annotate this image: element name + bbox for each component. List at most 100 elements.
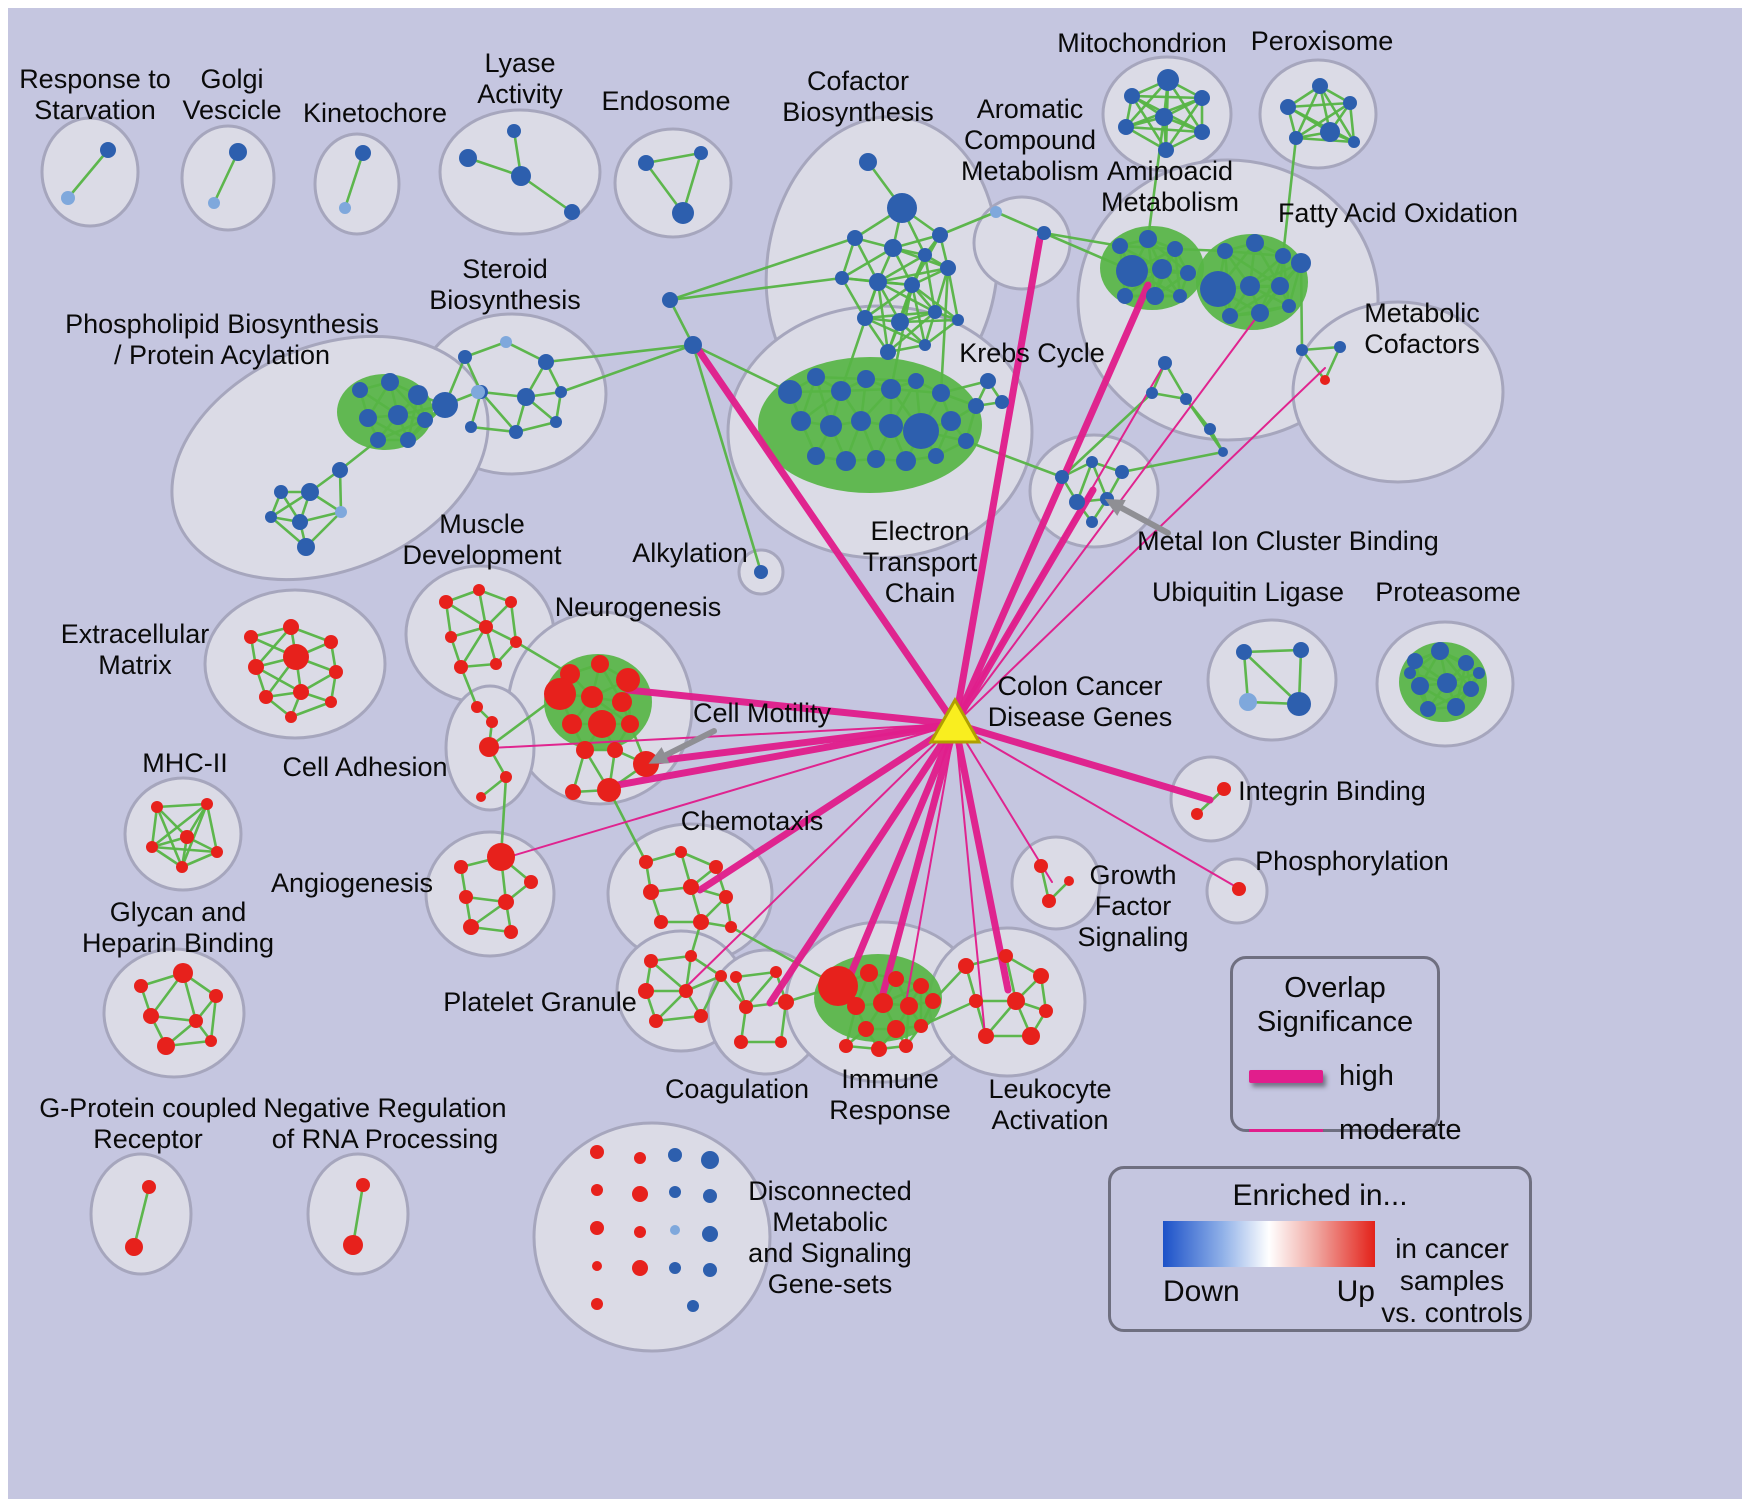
- gene-set-node: [1420, 701, 1436, 717]
- gene-set-node: [1007, 992, 1025, 1010]
- cluster-bubble-glycan-and-heparin-binding: [102, 947, 246, 1079]
- gene-set-node: [439, 595, 453, 609]
- enrichment-edge-muscle-development: [509, 600, 518, 644]
- gene-set-node: [896, 451, 916, 471]
- gene-set-node: [675, 846, 687, 858]
- gene-set-node: [1431, 642, 1449, 660]
- gene-set-node: [1218, 447, 1228, 457]
- gene-set-node: [1146, 287, 1164, 305]
- enrichment-edge-cofactor-biosynthesis: [923, 318, 960, 347]
- gene-set-node: [352, 382, 368, 398]
- enrichment-edge-cofactor-biosynthesis: [910, 283, 960, 322]
- intercluster-edge: [839, 280, 880, 393]
- gene-set-node: [591, 1298, 603, 1310]
- gene-set-node: [899, 1039, 913, 1053]
- gene-set-node: [432, 392, 458, 418]
- overlap-edge-high: [696, 720, 959, 894]
- gene-set-node: [634, 1152, 646, 1164]
- gene-set-node: [1157, 69, 1179, 91]
- enrichment-edge-extracellular-matrix: [289, 700, 333, 719]
- enrichment-edge-platelet-granule: [654, 1014, 703, 1023]
- enrichment-edge-mhc-ii: [150, 805, 159, 849]
- gene-set-node: [1037, 226, 1051, 240]
- gene-set-node: [702, 1226, 718, 1242]
- overlap-edge-high: [951, 720, 1012, 994]
- gene-set-node: [143, 1008, 159, 1024]
- gene-set-node: [339, 202, 351, 214]
- enrichment-edge-peroxisome: [1318, 84, 1356, 144]
- up-label: Up: [1336, 1275, 1375, 1308]
- cluster-label-mitochondrion: Mitochondrion: [1057, 28, 1227, 58]
- gene-set-node: [498, 894, 514, 910]
- gene-set-node: [590, 1221, 604, 1235]
- gene-set-node: [1312, 78, 1328, 94]
- gene-set-node: [683, 879, 699, 895]
- intercluster-edge: [1281, 136, 1298, 258]
- gene-set-node: [904, 277, 920, 293]
- gene-set-node: [463, 919, 479, 935]
- gene-set-node: [476, 792, 486, 802]
- gene-set-node: [1289, 131, 1303, 145]
- gene-set-node: [505, 596, 517, 608]
- gene-set-node: [370, 432, 386, 448]
- gene-set-node: [576, 741, 594, 759]
- gene-set-node: [884, 239, 902, 257]
- enrichment-edge-cofactor-biosynthesis: [910, 283, 927, 347]
- gene-set-node: [408, 385, 428, 405]
- cluster-bubble-kinetochore: [313, 132, 401, 236]
- cluster-label-peroxisome: Peroxisome: [1251, 26, 1394, 56]
- enrichment-edge-g-protein-coupled-receptor: [132, 1185, 151, 1249]
- cluster-label-ubiquitin-ligase: Ubiquitin Ligase: [1152, 577, 1344, 607]
- enrichment-edge-endosome: [644, 151, 703, 165]
- gene-set-node: [1194, 124, 1210, 140]
- gene-set-node: [644, 954, 658, 968]
- cluster-label-platelet-granule: Platelet Granule: [443, 987, 637, 1017]
- gene-set-node: [881, 379, 901, 399]
- gene-set-node: [1033, 968, 1049, 984]
- gene-set-node: [1320, 122, 1340, 142]
- gene-set-node: [1437, 673, 1457, 693]
- gene-set-node: [632, 1186, 648, 1202]
- metal-ion-cluster-binding-arrow-head: [1104, 498, 1126, 516]
- cell-motility-arrow: [659, 728, 717, 760]
- gene-set-node: [473, 584, 485, 596]
- gene-set-node: [1158, 142, 1174, 158]
- intercluster-edge: [1146, 115, 1166, 241]
- cluster-label-neurogenesis: Neurogenesis: [555, 592, 722, 622]
- gene-set-node: [847, 997, 865, 1015]
- high-significance-label: high: [1339, 1060, 1394, 1092]
- cluster-label-angiogenesis: Angiogenesis: [271, 868, 433, 898]
- gene-set-node: [1447, 698, 1465, 716]
- gene-set-node: [1180, 265, 1196, 281]
- gene-set-node: [633, 751, 659, 777]
- overlap-edge-moderate: [954, 723, 1239, 889]
- cluster-label-coagulation: Coagulation: [665, 1074, 809, 1104]
- gene-set-node: [621, 715, 639, 733]
- gene-set-node: [581, 686, 603, 708]
- gene-set-node: [486, 716, 498, 728]
- gene-set-node: [1280, 99, 1296, 115]
- overlap-edge-high: [608, 720, 959, 790]
- gene-set-node: [643, 884, 659, 900]
- gene-set-node: [860, 964, 878, 982]
- enrichment-edge-cofactor-biosynthesis: [863, 283, 914, 320]
- gene-set-node: [941, 411, 961, 431]
- gene-set-node: [980, 373, 996, 389]
- enrichment-edge-platelet-granule: [689, 954, 723, 978]
- gene-set-node: [888, 971, 904, 987]
- enrichment-edge-cofactor-biosynthesis: [840, 246, 895, 280]
- overlap-edge-moderate: [504, 723, 956, 859]
- gene-set-node: [201, 798, 213, 810]
- gene-set-node: [504, 925, 518, 939]
- gene-set-node: [914, 1019, 928, 1033]
- gene-set-node: [1064, 876, 1074, 886]
- gene-set-node: [999, 949, 1013, 963]
- gene-set-node: [1275, 248, 1291, 264]
- cluster-bubble-growth-factor-signaling: [1010, 835, 1102, 931]
- gene-set-node: [454, 860, 468, 874]
- intercluster-edge: [1060, 391, 1154, 479]
